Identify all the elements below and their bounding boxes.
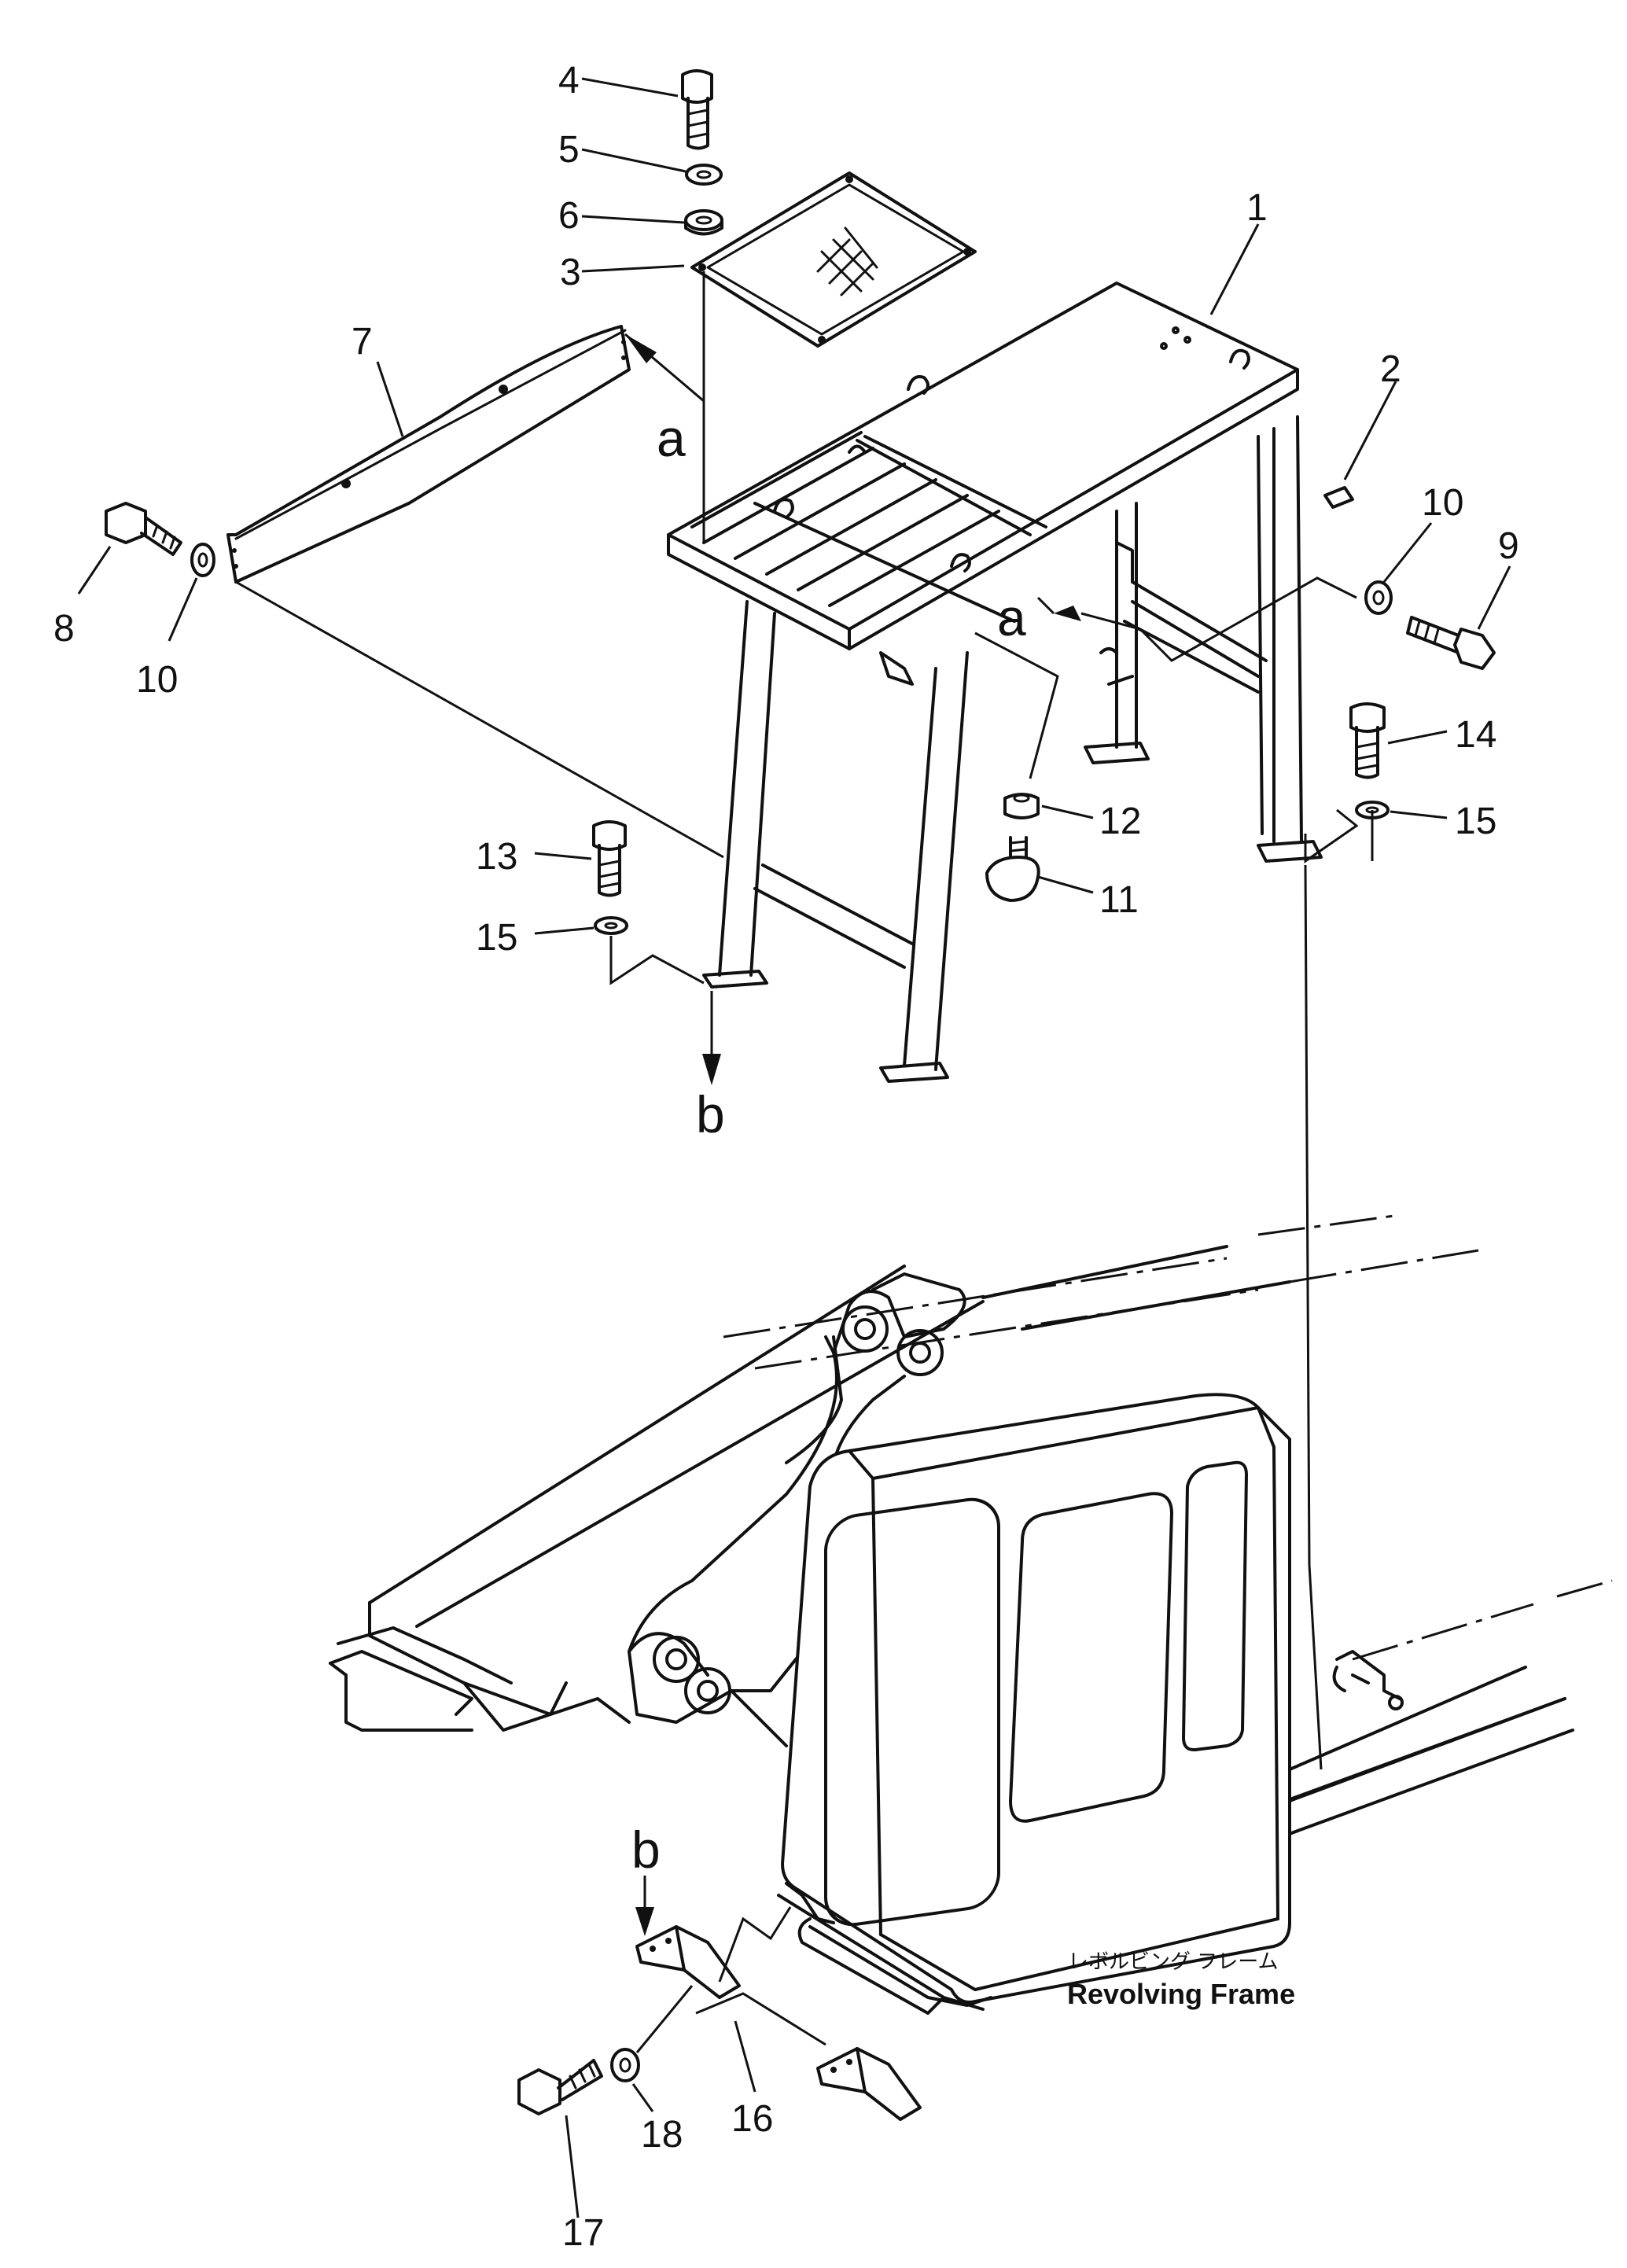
fasteners (105, 69, 1496, 2121)
bolt-8 (105, 502, 182, 556)
cover-plate (690, 171, 977, 348)
callout-3: 3 (560, 252, 581, 293)
washer-5 (685, 164, 723, 186)
washer-15-left (594, 916, 628, 935)
callout-17: 17 (562, 2212, 604, 2254)
view-letter-a-right: a (997, 588, 1026, 646)
callout-7: 7 (352, 321, 373, 363)
frame-caption: レボルビング フレーム Revolving Frame (1067, 1950, 1295, 2010)
side-plate (226, 325, 631, 584)
view-letter-b-lower: b (631, 1821, 661, 1879)
callout-9: 9 (1498, 525, 1519, 567)
callout-2: 2 (1380, 348, 1401, 390)
callout-5: 5 (558, 129, 580, 171)
washer-6 (684, 209, 723, 236)
callout-10-right: 10 (1422, 482, 1463, 524)
washer-18 (610, 2048, 640, 2082)
callout-11: 11 (1099, 879, 1139, 921)
callout-6: 6 (558, 195, 580, 237)
callout-10-left: 10 (136, 659, 178, 701)
callout-14: 14 (1455, 714, 1496, 756)
callout-12: 12 (1099, 801, 1141, 842)
pin-2 (1323, 486, 1354, 509)
assembly-lines (77, 77, 1511, 2218)
bolt-9 (1406, 616, 1496, 670)
view-letter-b-upper: b (696, 1085, 725, 1143)
caption-japanese: レボルビング フレーム (1068, 1950, 1279, 1974)
callout-15-right: 15 (1455, 801, 1496, 842)
washer-10-left (190, 543, 215, 577)
platform-stand (667, 282, 1323, 1083)
callout-16: 16 (731, 2098, 773, 2140)
bolt-13 (592, 820, 627, 897)
caption-english: Revolving Frame (1067, 1978, 1295, 2010)
callout-8: 8 (53, 608, 75, 650)
operator-cab (777, 1393, 1404, 2015)
callout-13: 13 (476, 836, 517, 878)
nut-12 (1003, 793, 1040, 819)
stopper-11 (985, 836, 1040, 902)
callout-4: 4 (558, 60, 580, 101)
view-letters: a a b b (631, 409, 1026, 1879)
callout-18: 18 (641, 2114, 683, 2156)
washer-10-right (1364, 580, 1393, 615)
bolt-4 (681, 69, 713, 150)
callout-numbers: 1 2 3 4 5 6 7 8 9 10 10 11 12 13 14 15 1… (53, 60, 1519, 2254)
bolt-14 (1349, 702, 1386, 779)
callout-15-left: 15 (476, 917, 517, 959)
bracket-16 (635, 1925, 922, 2121)
bolt-17 (517, 2059, 603, 2115)
view-letter-a-left: a (657, 409, 686, 467)
callout-1: 1 (1246, 187, 1268, 229)
